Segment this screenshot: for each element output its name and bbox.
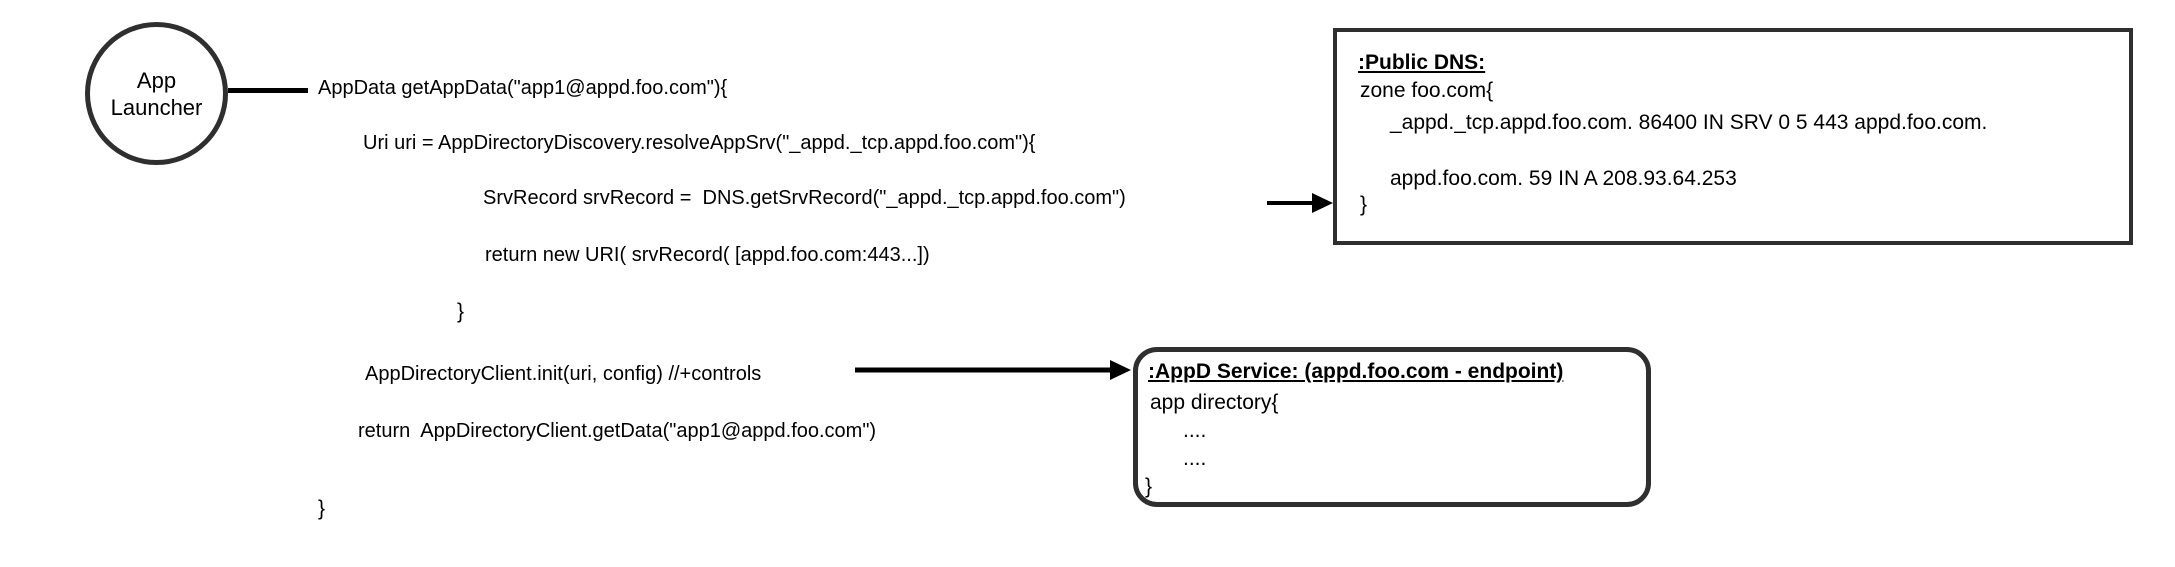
code-line-getappdata: AppData getAppData("app1@appd.foo.com"){: [318, 77, 728, 99]
arrow-to-public-dns: [1267, 193, 1333, 213]
arrow-shaft: [855, 367, 1115, 373]
arrow-to-appd-service: [855, 360, 1131, 380]
actor-label-line2: Launcher: [110, 94, 203, 120]
dns-srv-record-line: _appd._tcp.appd.foo.com. 86400 IN SRV 0 …: [1390, 111, 1988, 134]
arrow-head-icon: [1312, 193, 1333, 213]
appd-dots-line-1: ....: [1183, 419, 1207, 442]
public-dns-box: :Public DNS: zone foo.com{ _appd._tcp.ap…: [1333, 28, 2133, 245]
arrow-shaft: [1267, 201, 1317, 205]
dns-a-record-line: appd.foo.com. 59 IN A 208.93.64.253: [1390, 167, 1737, 190]
code-line-return-new-uri: return new URI( srvRecord( [appd.foo.com…: [485, 244, 930, 266]
dns-close-brace: }: [1360, 193, 1368, 216]
code-line-resolveappsrv: Uri uri = AppDirectoryDiscovery.resolveA…: [363, 132, 1036, 154]
arrow-head-icon: [1110, 360, 1131, 380]
code-line-client-init: AppDirectoryClient.init(uri, config) //+…: [365, 363, 762, 385]
actor-label-line1: App: [136, 67, 177, 93]
actor-connector-line: [228, 88, 308, 93]
appd-dots-line-2: ....: [1183, 447, 1207, 470]
appd-service-box: :AppD Service: (appd.foo.com - endpoint)…: [1133, 347, 1651, 507]
code-line-return-getdata: return AppDirectoryClient.getData("app1@…: [358, 420, 877, 442]
public-dns-title: :Public DNS:: [1358, 51, 1486, 74]
appd-directory-line: app directory{: [1150, 391, 1279, 414]
app-launcher-actor: App Launcher: [85, 22, 228, 165]
appd-close-brace: }: [1145, 475, 1153, 498]
code-line-getsrvrecord: SrvRecord srvRecord = DNS.getSrvRecord("…: [483, 187, 1126, 209]
code-close-brace-outer: }: [318, 497, 326, 520]
appd-service-title: :AppD Service: (appd.foo.com - endpoint): [1148, 360, 1564, 383]
code-close-brace-inner: }: [457, 300, 465, 323]
dns-zone-line: zone foo.com{: [1360, 79, 1494, 102]
